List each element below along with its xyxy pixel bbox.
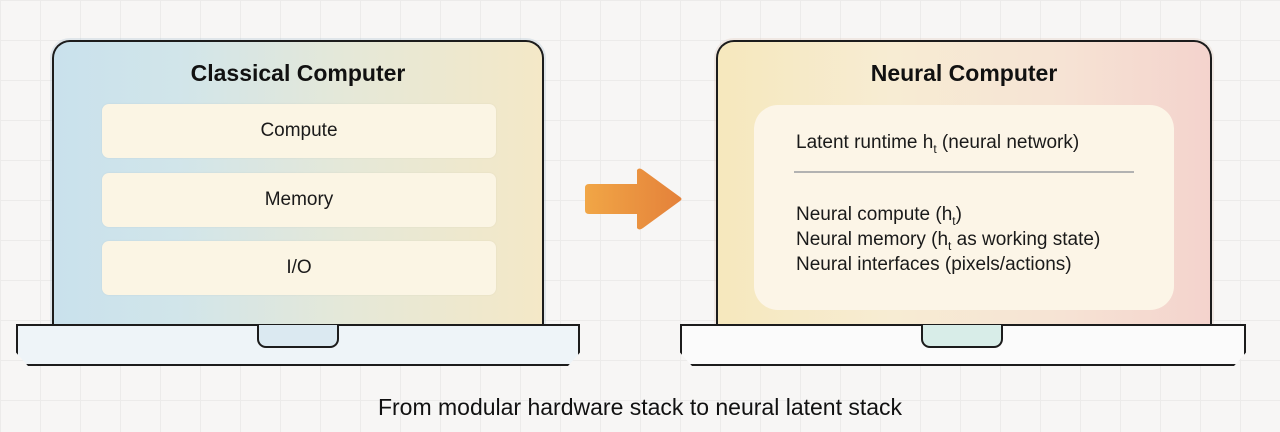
panel-divider (794, 171, 1134, 173)
compute-box: Compute (102, 104, 496, 158)
latent-runtime-subscript: t (933, 142, 937, 156)
neural-runtime-panel: Latent runtime ht (neural network) Neura… (754, 105, 1174, 310)
neural-interfaces-item: Neural interfaces (pixels/actions) (796, 252, 1100, 277)
classical-computer-screen: Classical Computer Compute Memory I/O (52, 40, 544, 326)
classical-computer-title: Classical Computer (190, 60, 406, 86)
neural-compute-prefix: Neural compute (h (796, 204, 953, 225)
neural-memory-suffix: as working state) (951, 229, 1101, 250)
neural-compute-suffix: ) (955, 204, 962, 225)
neural-interfaces-prefix: Neural interfaces (pixels/actions) (796, 254, 1072, 275)
io-box: I/O (102, 241, 496, 295)
neural-computer-title: Neural Computer (870, 60, 1058, 86)
memory-box: Memory (102, 173, 496, 227)
neural-memory-prefix: Neural memory (h (796, 229, 949, 250)
neural-components-list: Neural compute (ht) Neural memory (ht as… (796, 202, 1100, 277)
right-arrow-icon (585, 168, 682, 230)
neural-memory-item: Neural memory (ht as working state) (796, 227, 1100, 252)
figure-caption: From modular hardware stack to neural la… (377, 394, 903, 420)
latent-runtime-prefix: Latent runtime h (796, 132, 934, 153)
neural-memory-subscript: t (948, 239, 952, 253)
neural-computer-screen: Neural Computer Latent runtime ht (neura… (716, 40, 1212, 326)
neural-compute-subscript: t (952, 214, 956, 228)
latent-runtime-suffix: (neural network) (936, 132, 1080, 153)
neural-compute-item: Neural compute (ht) (796, 202, 1100, 227)
latent-runtime-label: Latent runtime ht (neural network) (796, 132, 1080, 156)
neural-laptop-notch (921, 325, 1003, 348)
classical-laptop-notch (257, 325, 339, 348)
